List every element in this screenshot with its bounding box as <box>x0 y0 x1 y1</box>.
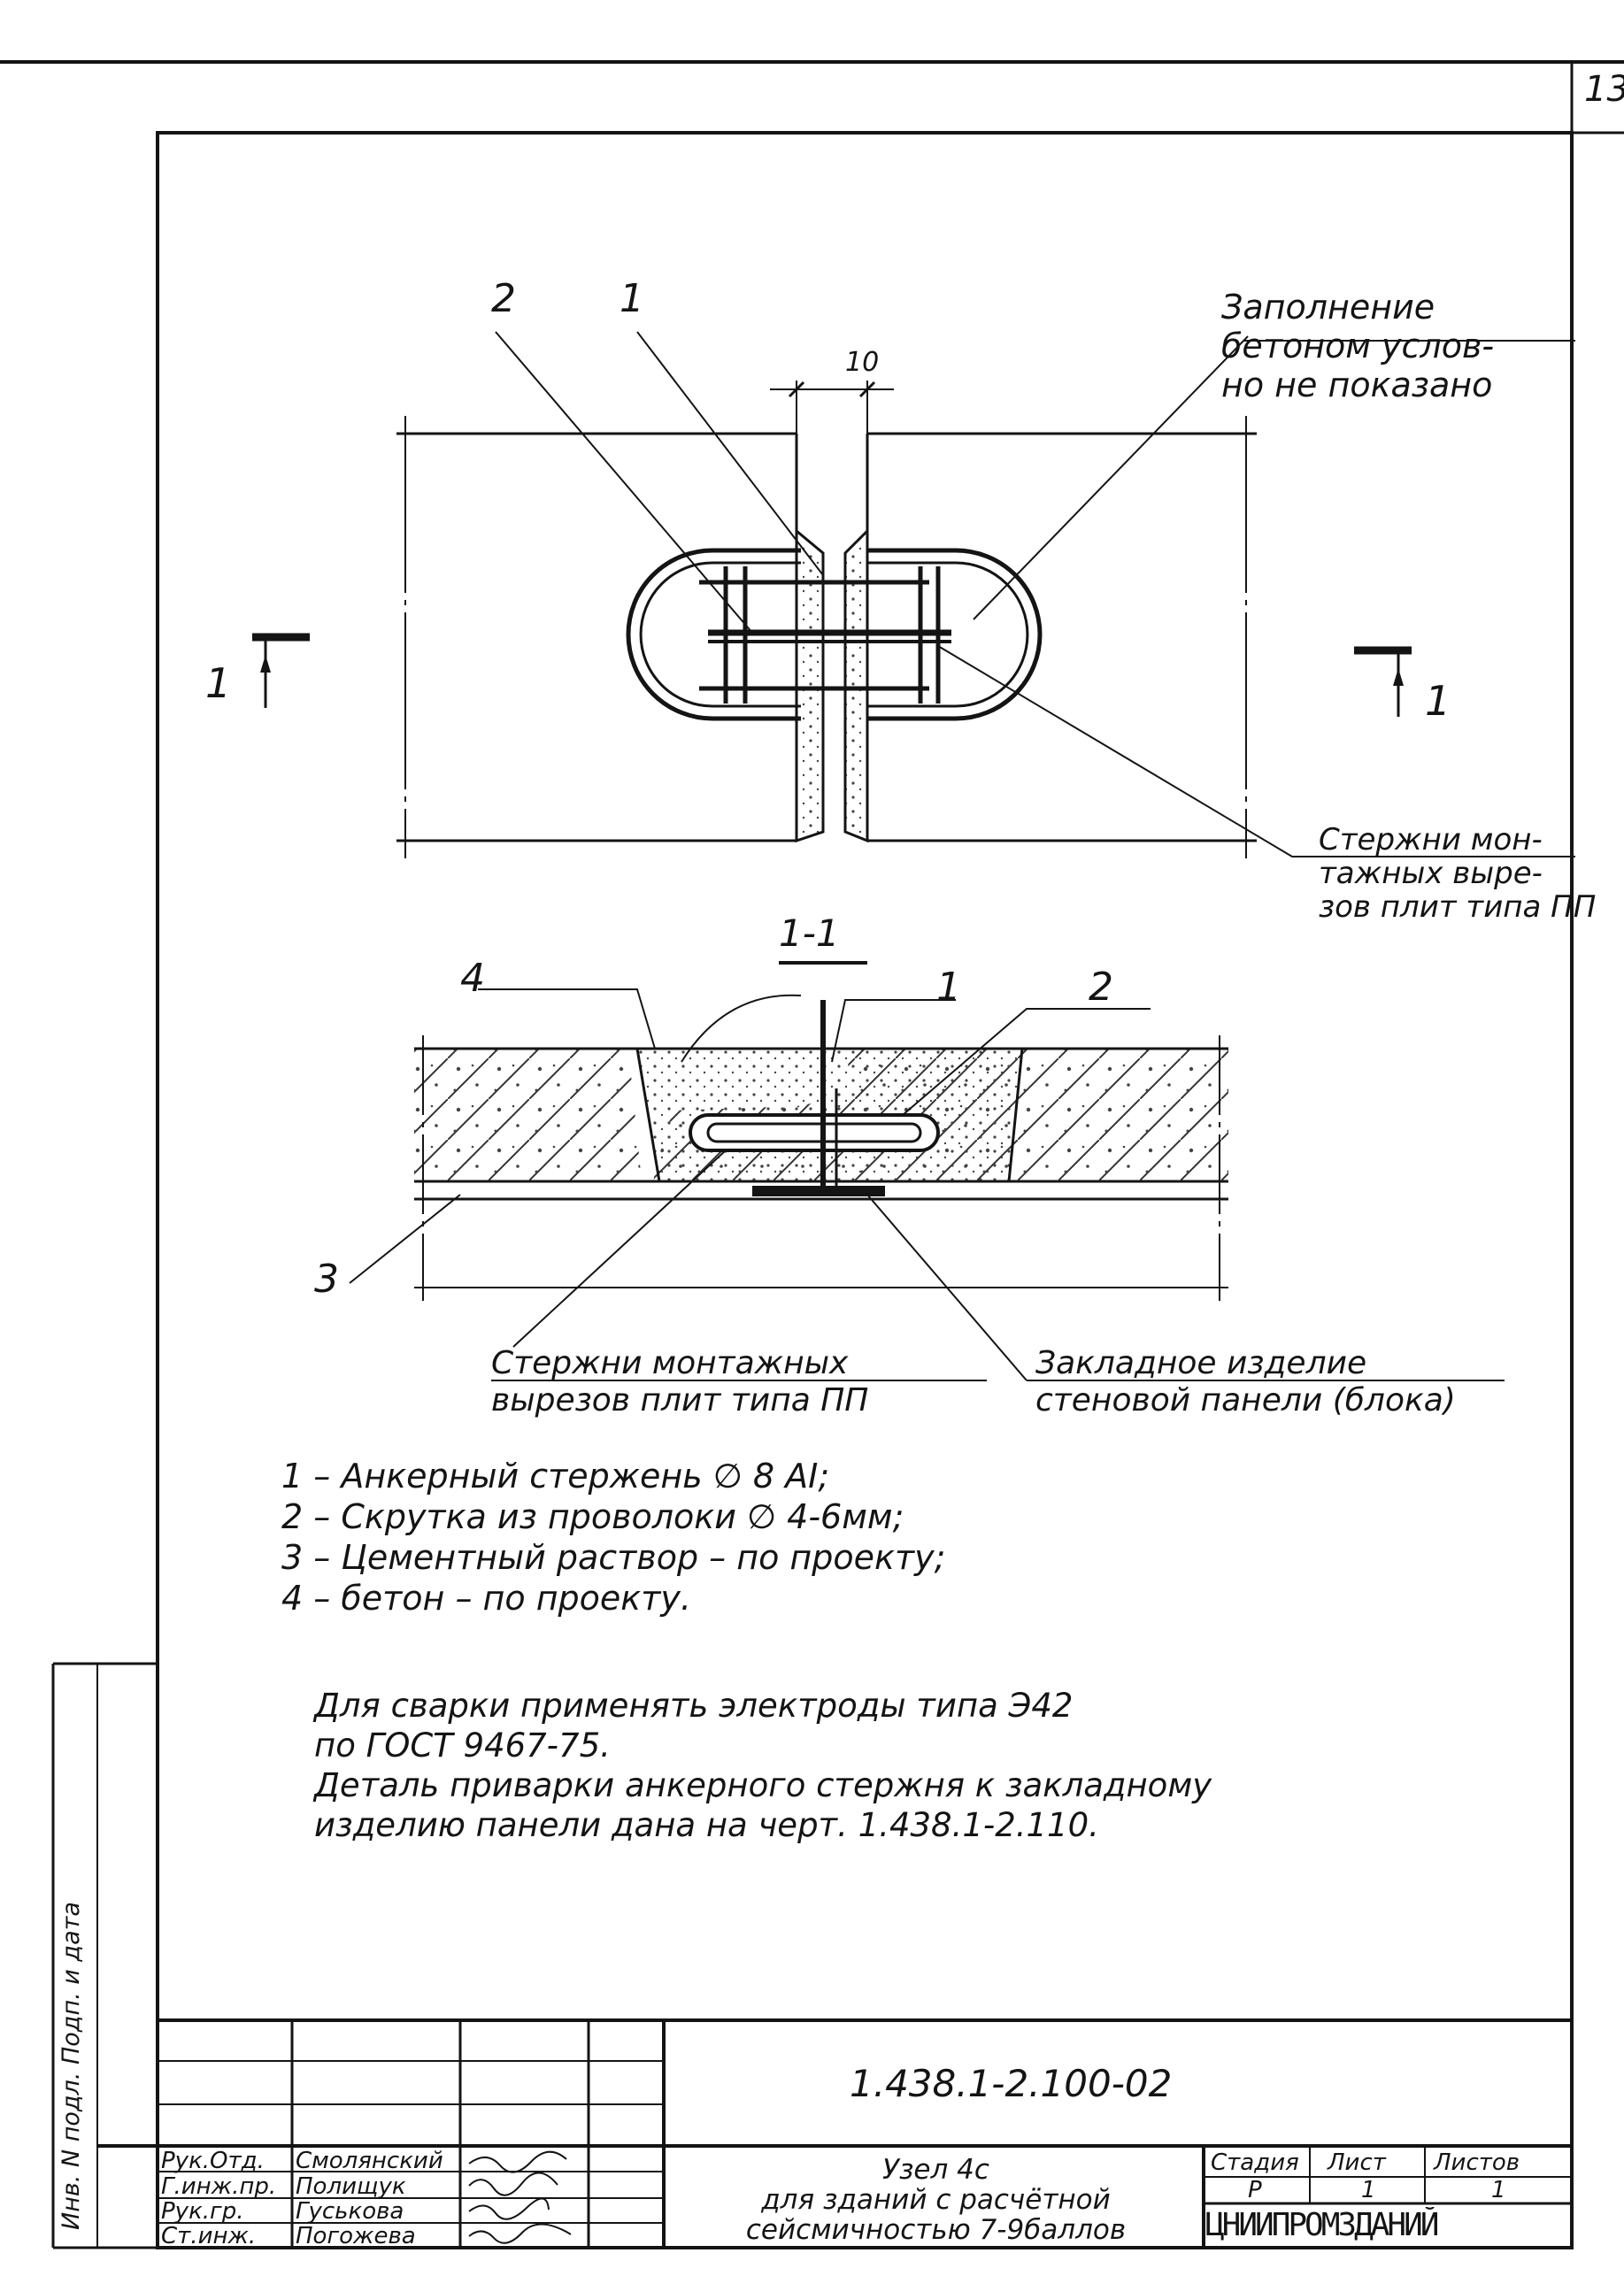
legend-item-3: 3 – Цементный раствор – по проекту; <box>281 1538 946 1577</box>
section-title: 1-1 <box>779 911 840 955</box>
section-callout-2: 2 <box>1089 965 1113 1010</box>
plan-callout-2: 2 <box>491 276 516 321</box>
note-line-1: Для сварки применять электроды типа Э42 <box>314 1687 1074 1725</box>
notes: Для сварки применять электроды типа Э42 … <box>314 1686 1212 1845</box>
note-embed-line-2: стеновой панели (блока) <box>1035 1382 1456 1419</box>
section-label-right: 1 <box>1425 677 1451 725</box>
note-rods-section-line-1: Стержни монтажных <box>491 1345 849 1381</box>
plan-dim-gap: 10 <box>845 347 880 378</box>
stage-header: Стадия <box>1211 2149 1299 2176</box>
section-callout-4: 4 <box>460 956 485 1001</box>
organization: ЦНИИПРОМЗДАНИЙ <box>1205 2207 1439 2243</box>
drawing-title: Узел 4с для зданий с расчётной сейсмично… <box>673 2155 1199 2245</box>
sheet-header: Лист <box>1328 2149 1386 2176</box>
person-role-1: Рук.Отд. <box>161 2148 265 2174</box>
note-rods-section: Стержни монтажных вырезов плит типа ПП <box>491 1345 868 1419</box>
person-name-3: Гуськова <box>296 2198 404 2225</box>
person-name-2: Полищук <box>296 2173 406 2200</box>
title-block-grid <box>51 1662 1572 2249</box>
section-label-left: 1 <box>205 659 232 707</box>
stage-value: Р <box>1248 2177 1262 2203</box>
doc-code: 1.438.1-2.100-02 <box>850 2062 1173 2105</box>
sheets-value: 1 <box>1491 2177 1506 2203</box>
note-rods-plan: Стержни мон- тажных выре- зов плит типа … <box>1319 823 1596 924</box>
person-role-2: Г.инж.пр. <box>161 2173 277 2200</box>
note-rods-plan-line-1: Стержни мон- <box>1319 822 1543 857</box>
side-stamp: Инв. N подл. Подп. и дата <box>58 1902 85 2230</box>
legend: 1 – Анкерный стержень ∅ 8 AI; 2 – Скрутк… <box>281 1456 945 1619</box>
section-callout-1: 1 <box>936 965 961 1010</box>
note-rods-section-line-2: вырезов плит типа ПП <box>491 1382 869 1419</box>
person-name-1: Смолянский <box>296 2148 443 2174</box>
section-callout-3: 3 <box>314 1257 339 1302</box>
section-view <box>349 961 1505 1381</box>
sheet-frame <box>156 131 1574 2249</box>
drawing-title-line-2: для зданий с расчётной <box>761 2184 1111 2216</box>
note-embedded-part: Закладное изделие стеновой панели (блока… <box>1035 1345 1456 1419</box>
note-line-4: изделию панели дана на черт. 1.438.1-2.1… <box>314 1806 1099 1844</box>
sheets-header: Листов <box>1434 2149 1520 2176</box>
drawing-title-line-3: сейсмичностью 7-9баллов <box>745 2214 1127 2246</box>
plan-view <box>252 331 1575 858</box>
person-role-3: Рук.гр. <box>161 2198 244 2225</box>
note-fill-line-2: бетоном услов- <box>1221 327 1495 365</box>
note-fill-concrete: Заполнение бетоном услов- но не показано <box>1221 288 1494 404</box>
person-role-4: Ст.инж. <box>161 2223 257 2249</box>
person-name-4: Погожева <box>296 2223 416 2249</box>
note-rods-plan-line-2: тажных выре- <box>1319 856 1543 891</box>
drawing-title-line-1: Узел 4с <box>882 2154 989 2186</box>
legend-item-4: 4 – бетон – по проекту. <box>281 1579 691 1618</box>
note-embed-line-1: Закладное изделие <box>1035 1345 1367 1381</box>
note-line-2: по ГОСТ 9467-75. <box>314 1726 611 1765</box>
signatures <box>468 2150 572 2244</box>
note-fill-line-3: но не показано <box>1221 365 1493 404</box>
sheet-value: 1 <box>1361 2177 1376 2203</box>
plan-callout-1: 1 <box>620 276 644 321</box>
note-rods-plan-line-3: зов плит типа ПП <box>1319 889 1597 925</box>
note-fill-line-1: Заполнение <box>1221 288 1435 327</box>
page-number: 13 <box>1584 69 1624 110</box>
legend-item-2: 2 – Скрутка из проволоки ∅ 4-6мм; <box>281 1497 904 1536</box>
note-line-3: Деталь приварки анкерного стержня к закл… <box>314 1766 1212 1804</box>
legend-item-1: 1 – Анкерный стержень ∅ 8 AI; <box>281 1457 830 1496</box>
